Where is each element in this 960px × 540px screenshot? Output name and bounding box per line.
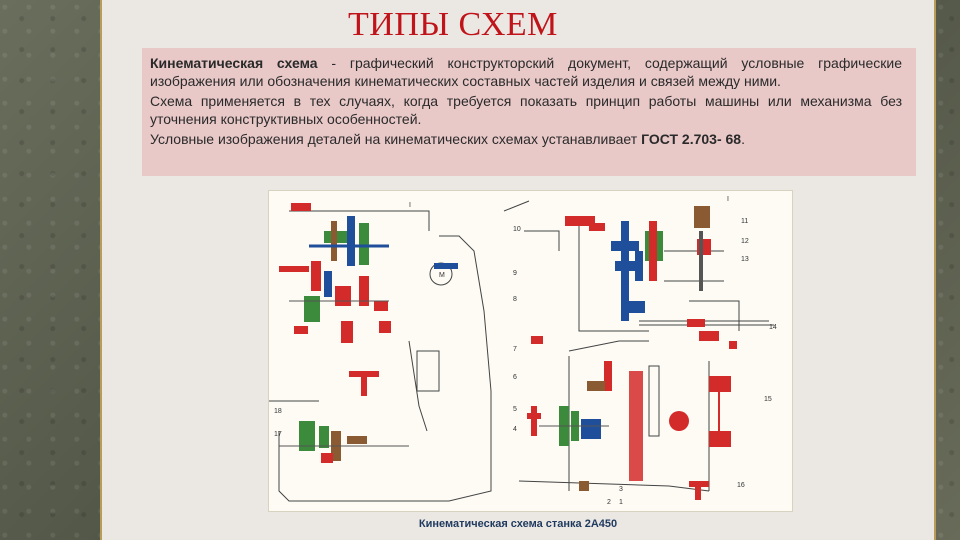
- svg-text:1: 1: [619, 499, 623, 506]
- svg-text:14: 14: [769, 324, 777, 331]
- left-mechanism: [279, 203, 458, 463]
- definition-text: - графический конструкторский документ, …: [150, 55, 902, 89]
- standard-paragraph: Условные изображения деталей на кинемати…: [150, 130, 902, 148]
- definition-paragraph: Кинематическая схема - графический конст…: [150, 54, 902, 90]
- svg-text:5: 5: [513, 406, 517, 413]
- svg-text:7: 7: [513, 346, 517, 353]
- standard-text: Условные изображения деталей на кинемати…: [150, 131, 642, 147]
- definition-term: Кинематическая схема: [150, 55, 318, 71]
- svg-text:18: 18: [274, 408, 282, 415]
- diagram-labels: I I 10 9 8 7 6 5 4 3 2 1 11 12 13 14 15 …: [274, 196, 777, 506]
- svg-text:15: 15: [764, 396, 772, 403]
- slide-title: ТИПЫ СХЕМ: [348, 6, 558, 43]
- svg-text:11: 11: [741, 218, 748, 225]
- kinematic-diagram-svg: I I 10 9 8 7 6 5 4 3 2 1 11 12 13 14 15 …: [269, 196, 777, 506]
- svg-text:I: I: [727, 196, 729, 203]
- svg-text:16: 16: [737, 482, 745, 489]
- svg-text:10: 10: [513, 226, 521, 233]
- kinematic-diagram-image: I I 10 9 8 7 6 5 4 3 2 1 11 12 13 14 15 …: [268, 190, 793, 512]
- usage-paragraph: Схема применяется в тех случаях, когда т…: [150, 93, 902, 127]
- svg-text:12: 12: [741, 238, 749, 245]
- standard-code: ГОСТ 2.703- 68: [641, 131, 742, 147]
- right-mechanism: [527, 206, 737, 500]
- svg-text:M: M: [439, 272, 445, 279]
- svg-text:13: 13: [741, 256, 749, 263]
- standard-end: .: [741, 131, 745, 147]
- definition-textbox: Кинематическая схема - графический конст…: [142, 48, 916, 176]
- slide: ТИПЫ СХЕМ Кинематическая схема - графиче…: [100, 0, 936, 540]
- svg-text:I: I: [409, 202, 411, 209]
- svg-text:4: 4: [513, 426, 517, 433]
- diagram-caption: Кинематическая схема станка 2А450: [418, 518, 618, 530]
- svg-text:3: 3: [619, 486, 623, 493]
- svg-text:8: 8: [513, 296, 517, 303]
- svg-text:9: 9: [513, 270, 517, 277]
- svg-text:17: 17: [274, 431, 282, 438]
- svg-text:2: 2: [607, 499, 611, 506]
- svg-text:6: 6: [513, 374, 517, 381]
